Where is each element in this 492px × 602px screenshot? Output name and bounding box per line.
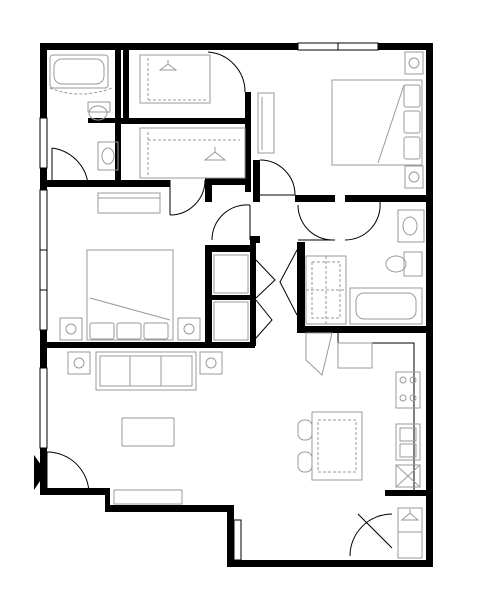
hanger-icon <box>203 147 227 161</box>
toilet-icon <box>87 101 111 121</box>
bathtub-icon <box>49 54 109 89</box>
bathtub-icon <box>349 287 423 325</box>
bar-stool-icon <box>297 451 313 473</box>
linen-closets <box>213 254 249 341</box>
sofa-icon <box>95 351 197 391</box>
coffee-table <box>121 417 175 447</box>
tv-console <box>113 489 183 505</box>
lamp-icon <box>199 351 223 375</box>
walls <box>40 43 433 567</box>
sink-icon <box>97 141 119 171</box>
walk-in-closet-1 <box>139 54 211 104</box>
kitchen <box>297 332 421 490</box>
kitchen-sink-icon <box>395 423 421 461</box>
kitchen-island <box>311 411 363 481</box>
lamp-icon <box>404 51 424 75</box>
lamp-icon <box>67 351 91 375</box>
bathroom-1 <box>49 54 119 171</box>
stove-icon <box>395 371 421 409</box>
window-living <box>39 367 48 449</box>
lamp-icon <box>177 317 201 341</box>
dresser <box>97 192 161 214</box>
living-room <box>67 351 223 505</box>
dishwasher <box>395 464 421 488</box>
bed-icon <box>86 249 174 341</box>
lamp-icon <box>59 317 83 341</box>
bar-stool-icon <box>297 419 313 441</box>
bathroom-2 <box>305 209 425 325</box>
bed-icon <box>331 79 423 166</box>
entry-arrow-icon[interactable] <box>34 455 46 490</box>
lamp-icon <box>404 165 424 189</box>
bedroom-1 <box>59 192 201 341</box>
sink-icon <box>397 209 425 243</box>
walk-in-closet-2 <box>139 127 246 179</box>
laundry <box>397 507 423 559</box>
window-bedroom1 <box>39 189 48 331</box>
doors <box>46 51 393 557</box>
dresser <box>257 92 275 154</box>
hanger-icon <box>158 60 178 71</box>
window-bath1 <box>39 117 48 169</box>
hanger-icon <box>400 509 420 521</box>
window-hall <box>233 519 242 561</box>
toilet-icon <box>385 251 423 277</box>
bedroom-2 <box>257 51 424 189</box>
windows <box>39 42 379 561</box>
shower-icon <box>305 255 347 325</box>
